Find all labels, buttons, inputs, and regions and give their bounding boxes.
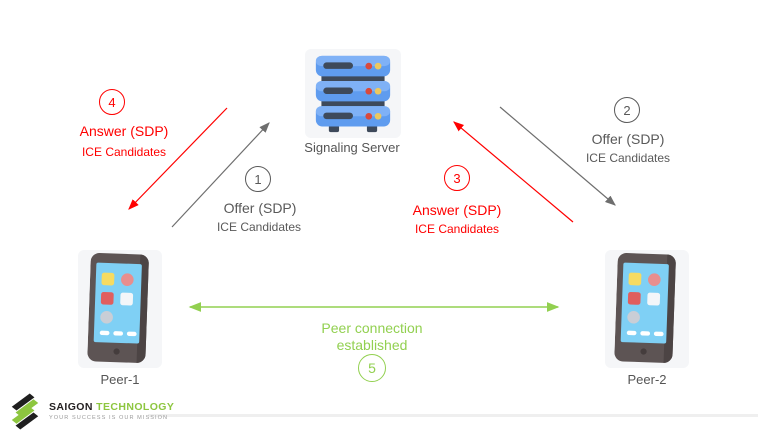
peer1-label: Peer-1: [100, 372, 140, 387]
step4-subtitle: ICE Candidates: [81, 145, 167, 159]
step2-title: Offer (SDP): [591, 131, 665, 147]
step2-subtitle: ICE Candidates: [585, 151, 671, 165]
step5-number-badge: 5: [358, 354, 386, 382]
server-icon: [315, 55, 391, 132]
step5-title: Peer connection: [321, 320, 423, 336]
footer-divider: [148, 414, 758, 417]
peer1-tablet-icon: [87, 253, 149, 363]
saigon-technology-logo-icon: [11, 393, 39, 430]
brand-name: SAIGON TECHNOLOGY: [49, 402, 174, 413]
step4-number-badge: 4: [99, 89, 125, 115]
step3-subtitle: ICE Candidates: [414, 222, 500, 236]
brand-tagline: YOUR SUCCESS IS OUR MISSION: [49, 415, 169, 421]
step3-title: Answer (SDP): [412, 202, 502, 218]
step1-subtitle: ICE Candidates: [216, 220, 302, 234]
step3-number-badge: 3: [444, 165, 470, 191]
peer1-card: [78, 250, 162, 368]
brand-name-primary: SAIGON: [49, 401, 93, 413]
peer2-label: Peer-2: [627, 372, 667, 387]
arrow-answer-server-to-peer1: [128, 107, 228, 210]
arrow-offer-server-to-peer2: [499, 106, 616, 206]
peer2-card: [605, 250, 689, 368]
arrow-offer-peer1-to-server: [171, 122, 270, 228]
saigon-technology-logo: SAIGON TECHNOLOGY YOUR SUCCESS IS OUR MI…: [8, 393, 174, 430]
brand-name-secondary: TECHNOLOGY: [96, 401, 175, 413]
step2-number-badge: 2: [614, 97, 640, 123]
signaling-server-card: [305, 49, 401, 138]
step4-title: Answer (SDP): [79, 123, 169, 139]
step1-title: Offer (SDP): [223, 200, 297, 216]
step5-subtitle: established: [336, 337, 408, 353]
signaling-server-label: Signaling Server: [304, 140, 400, 155]
arrow-answer-peer2-to-server: [453, 121, 574, 223]
step1-number-badge: 1: [245, 166, 271, 192]
peer2-tablet-icon: [614, 253, 676, 363]
